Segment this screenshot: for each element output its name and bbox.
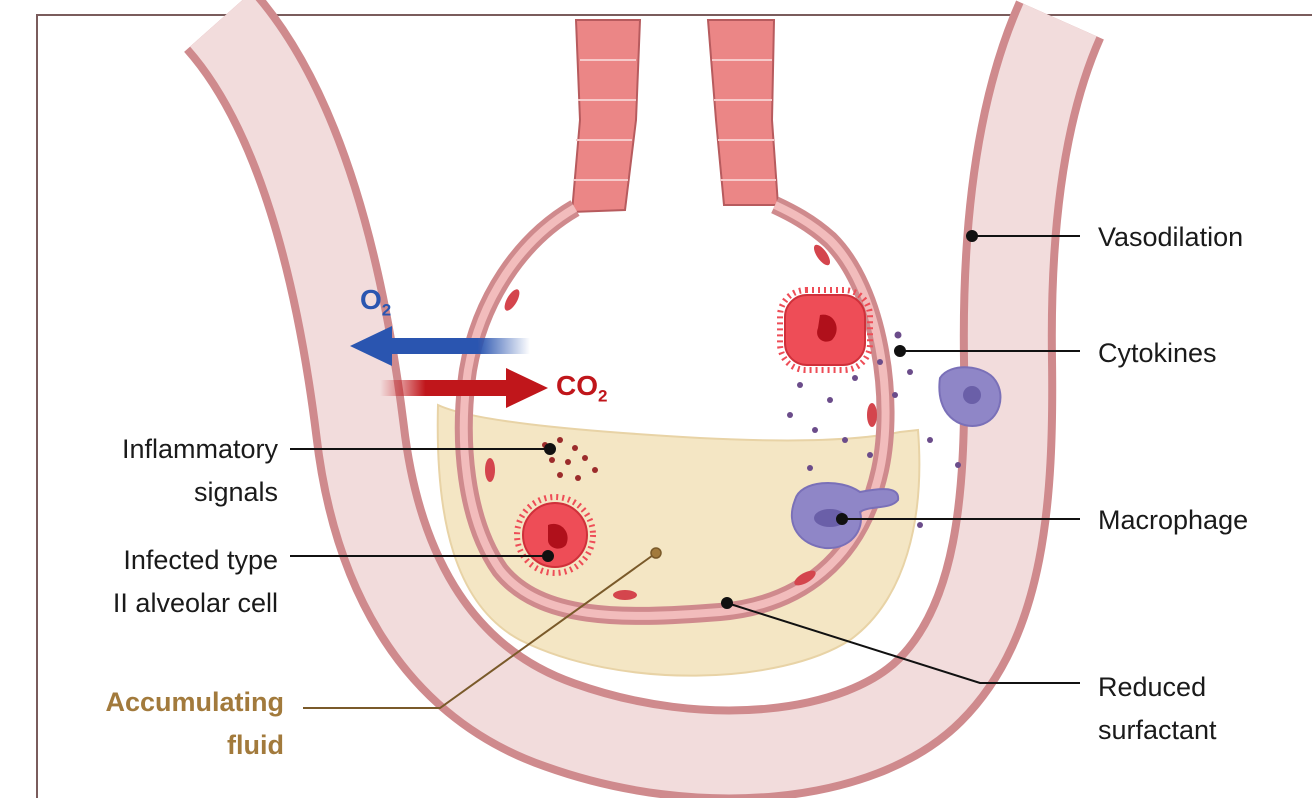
- label-infected-line2: II alveolar cell: [113, 581, 278, 625]
- label-infected-line1: Infected type: [123, 538, 278, 582]
- label-vasodilation: Vasodilation: [1098, 215, 1243, 259]
- label-reduced-surfactant-line2: surfactant: [1098, 708, 1217, 752]
- macrophage-cell-outer: [939, 367, 1000, 426]
- o2-label: O2: [360, 284, 391, 321]
- label-reduced-surfactant-line1: Reduced: [1098, 665, 1206, 709]
- label-accumulating-fluid-line1: Accumulating: [105, 680, 284, 724]
- label-inflammatory-line2: signals: [194, 470, 278, 514]
- label-macrophage: Macrophage: [1098, 498, 1248, 542]
- co2-label: CO2: [556, 370, 607, 407]
- label-cytokines: Cytokines: [1098, 331, 1217, 375]
- airway-epithelium: [572, 20, 778, 212]
- infected-cell-upper: [780, 290, 870, 370]
- label-inflammatory-line1: Inflammatory: [122, 427, 278, 471]
- label-accumulating-fluid-line2: fluid: [227, 723, 284, 767]
